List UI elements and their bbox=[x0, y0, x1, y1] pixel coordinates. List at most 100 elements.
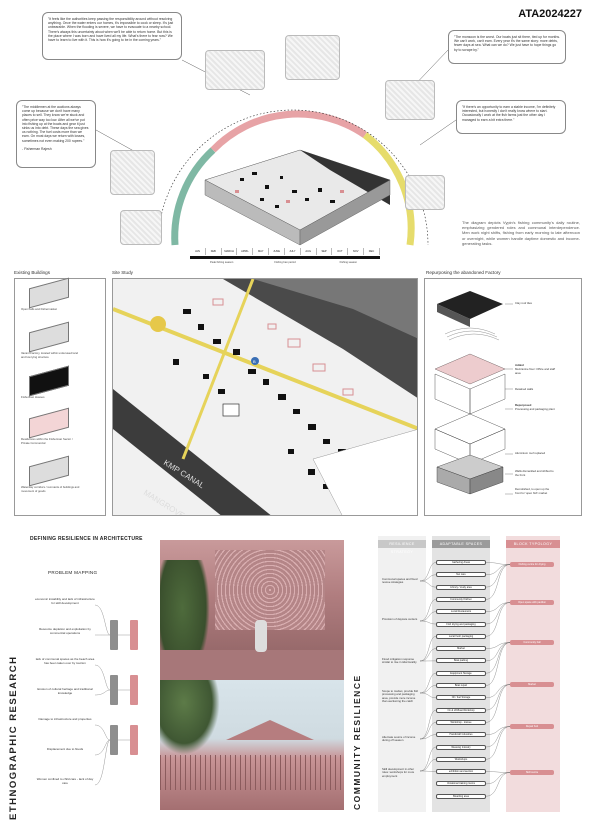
render-walkway bbox=[160, 680, 344, 810]
block-typology: Skill centre bbox=[510, 770, 554, 775]
existing-building-icon bbox=[29, 365, 69, 397]
adaptable-space: Community Kitchen bbox=[436, 596, 486, 602]
adaptable-space: Market bbox=[436, 646, 486, 652]
adaptable-space: Net care bbox=[436, 572, 486, 578]
quote-authorities: "It feels like the authorities keep pass… bbox=[42, 12, 182, 60]
calendar-season: Peak fishing season bbox=[210, 261, 234, 264]
rep-aluminium-label: Aluminium roof replaced bbox=[515, 451, 546, 455]
strategy-item: Alternate source of income during off se… bbox=[382, 735, 416, 743]
existing-building-icon bbox=[29, 407, 69, 439]
problem-item: lack of communal spaces as the beach are… bbox=[35, 657, 95, 665]
render-railing bbox=[160, 755, 344, 790]
adaptable-space: On & off-Boat Workshop bbox=[436, 707, 486, 713]
adaptable-space: Oil / fuel Storage bbox=[436, 695, 486, 701]
rep-demolished-label: Demolished, to open up the front for 'op… bbox=[515, 487, 550, 495]
quote-middlemen: "The middlemen at the auctions always co… bbox=[16, 100, 96, 168]
adaptable-space: Fish drying and packaging bbox=[436, 621, 486, 627]
rep-roof-label: Clay roof tiles bbox=[515, 301, 532, 305]
render-screen-wall bbox=[215, 550, 325, 630]
block-typology: Open space with pavilion bbox=[510, 600, 554, 605]
sketch-market-scene bbox=[405, 175, 445, 210]
rep-retained-label: Retained walls bbox=[515, 387, 534, 391]
strategy-item: Flood mitigation response similar to ris… bbox=[382, 657, 417, 665]
adaptable-space: Boarding area bbox=[436, 793, 486, 799]
calendar-month: MAY bbox=[253, 248, 270, 255]
existing-building-label: Waterway corridors / remnants of buildin… bbox=[21, 485, 80, 493]
problem-item: Displacement due to floods bbox=[46, 747, 84, 751]
factory-exploded-axo bbox=[434, 291, 513, 495]
strategy-item: Skill development in other roles: worksh… bbox=[382, 767, 415, 778]
calendar-month: DEC bbox=[364, 248, 380, 255]
render-roof bbox=[226, 720, 314, 740]
rep-walls-label: Walls dismantled and shifted to the fron… bbox=[515, 469, 554, 477]
existing-building-icon bbox=[29, 277, 69, 309]
calendar-month: APRIL bbox=[237, 248, 254, 255]
calendar-month: OCT bbox=[332, 248, 349, 255]
problem-item: Erosion of cultural heritage and traditi… bbox=[37, 687, 93, 695]
existing-building-icon bbox=[29, 455, 69, 487]
rep-repurposed-label: Processing and packaging plant bbox=[515, 407, 555, 411]
problem-item: Damage to infrastructure and properties bbox=[38, 717, 92, 721]
block-typology: Repair hub bbox=[510, 724, 554, 729]
repurpose-panel: Clay roof tiles Added Mezzanine floor: O… bbox=[424, 278, 582, 516]
problem-mapping-title: PROBLEM MAPPING bbox=[48, 570, 98, 575]
repurpose-heading: Repurposing the abandoned Factory bbox=[426, 270, 501, 275]
site-axonometric: B KMP CANAL MANGROVE FORE bbox=[113, 279, 417, 515]
calendar-month: MARCH bbox=[222, 248, 238, 255]
quote-monsoon: "The monsoon is the worst. Our boats jus… bbox=[448, 30, 566, 64]
existing-building-label: Residences within the Fisherman Sector /… bbox=[21, 437, 73, 445]
community-resilience-title: COMMUNITY RESILIENCE bbox=[352, 674, 362, 810]
sketch-fish-sorting bbox=[205, 50, 265, 90]
calendar-month: FEB bbox=[206, 248, 222, 255]
strategy-col-bg bbox=[378, 536, 426, 812]
col-adaptable-spaces: ADAPTABLE SPACES bbox=[432, 540, 490, 548]
poster-id: ATA2024227 bbox=[518, 8, 582, 20]
calendar-month: JUNE bbox=[269, 248, 285, 255]
rep-added-title: Added bbox=[515, 363, 524, 367]
defining-resilience-title: DEFINING RESILIENCE IN ARCHITECTURE bbox=[30, 536, 143, 542]
adaptable-space: Boat repair bbox=[436, 683, 486, 688]
site-marker: B bbox=[253, 359, 256, 364]
render-floor bbox=[160, 650, 344, 680]
rep-repurposed-title: Repurposed bbox=[515, 403, 532, 407]
render-courtyard bbox=[160, 540, 344, 680]
existing-buildings-heading: Existing Buildings bbox=[14, 270, 51, 275]
calendar-month: NOV bbox=[348, 248, 365, 255]
blocks-col-bg bbox=[506, 536, 560, 812]
problem-item: economic instability and lack of infrast… bbox=[35, 597, 95, 605]
strategy-item: Provision of daycare centers bbox=[382, 617, 418, 621]
calendar-month: SEP bbox=[317, 248, 333, 255]
site-study-panel: B KMP CANAL MANGROVE FORE bbox=[112, 278, 418, 516]
existing-building-icon bbox=[29, 321, 69, 353]
resilience-links bbox=[419, 562, 511, 797]
sketch-boat-gathering bbox=[285, 35, 340, 80]
quote-middlemen-text: "The middlemen at the auctions always co… bbox=[22, 105, 89, 143]
adaptable-space: exhibition and auction bbox=[436, 769, 486, 775]
col-block-typology: BLOCK TYPOLOGY bbox=[506, 540, 560, 548]
quote-middlemen-author: - Fisherman Rajesh bbox=[22, 147, 52, 152]
sketch-boat-repair bbox=[385, 80, 435, 120]
calendar-season: Fishing season bbox=[339, 261, 358, 264]
site-study-heading: Site Study bbox=[112, 270, 133, 275]
block-typology: Market bbox=[510, 682, 554, 687]
existing-building-label: Open halls and Fishermarket bbox=[21, 307, 57, 311]
adaptable-space: Workshop - trainee bbox=[436, 719, 486, 725]
quote-income: "If there's an opportunity to earn a sta… bbox=[456, 100, 566, 134]
adaptable-space: Handicraft Industries bbox=[436, 732, 486, 738]
rep-added-label: Mezzanine floor: Office and staff area bbox=[515, 367, 556, 375]
problem-item: Women confined to child care - lack of d… bbox=[36, 777, 94, 785]
adaptable-space: Vocational training rooms bbox=[436, 781, 486, 787]
block-typology: Community hall bbox=[510, 640, 554, 645]
calendar-bar bbox=[190, 256, 380, 259]
adaptable-space: Gathering Areas bbox=[436, 560, 486, 565]
existing-building-label: Vacant Factory, located within underused… bbox=[21, 351, 78, 359]
existing-building-label: Fishermen Houses bbox=[21, 395, 45, 399]
strategy-item: Scope to market, provide fish processing… bbox=[382, 689, 419, 704]
adaptable-space: Library / study area bbox=[436, 584, 486, 590]
problem-item: Resource depletion and exploitation by c… bbox=[39, 627, 91, 635]
adaptable-space: Local fresh packaging bbox=[436, 633, 486, 639]
